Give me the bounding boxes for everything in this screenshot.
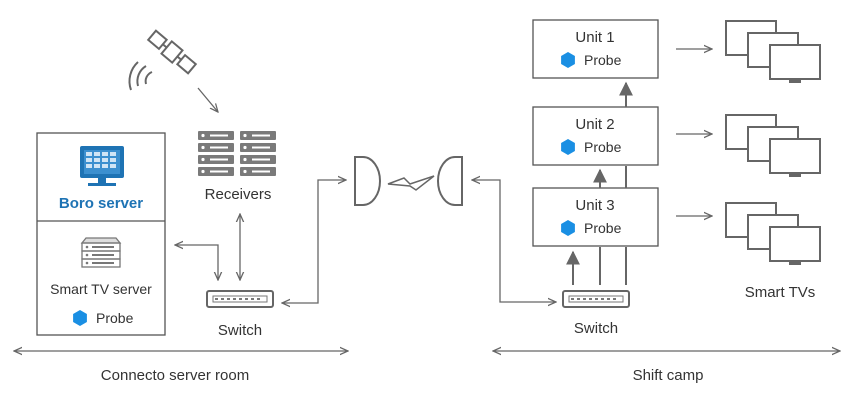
satellite-to-receivers-arrow <box>197 87 218 112</box>
smart-tvs-label: Smart TVs <box>745 284 816 301</box>
receivers-rack-icon <box>198 131 276 176</box>
antenna-left-icon <box>354 156 381 206</box>
unit-1-probe-label: Probe <box>584 52 622 68</box>
smart-tv-server-icon <box>80 237 122 268</box>
antenna-right-icon <box>437 156 463 206</box>
probe-label: Probe <box>96 310 134 326</box>
tv-stack-icon <box>725 114 821 177</box>
unit-2-probe-label: Probe <box>584 139 622 155</box>
unit-box-3: Unit 3 Probe <box>532 187 659 247</box>
satellite-icon <box>146 29 198 75</box>
boro-server-label: Boro server <box>59 195 143 212</box>
unit-feed-arrows <box>566 81 633 285</box>
unit-box-2: Unit 2 Probe <box>532 106 659 166</box>
boro-server-icon <box>80 146 124 186</box>
unit-1-label: Unit 1 <box>575 29 614 46</box>
switch-icon <box>206 290 274 308</box>
smart-tv-server-label: Smart TV server <box>50 281 152 297</box>
right-switch-label: Switch <box>574 320 618 337</box>
tv-stack-icon <box>725 20 821 83</box>
server-room-label: Connecto server room <box>101 367 249 384</box>
switch-icon <box>562 290 630 308</box>
receivers-label: Receivers <box>205 186 272 203</box>
server-switch-link <box>175 245 218 280</box>
antenna-to-switch-link <box>472 180 556 302</box>
switch-to-antenna-link <box>282 180 346 303</box>
wireless-link-icon <box>387 175 435 191</box>
probe-icon <box>561 139 575 155</box>
shift-camp-label: Shift camp <box>633 367 704 384</box>
signal-waves-icon <box>128 61 153 91</box>
probe-icon <box>561 220 575 236</box>
unit-box-1: Unit 1 Probe <box>532 19 659 79</box>
unit-2-label: Unit 2 <box>575 116 614 133</box>
probe-icon <box>561 52 575 68</box>
left-switch-label: Switch <box>218 322 262 339</box>
unit-3-label: Unit 3 <box>575 197 614 214</box>
probe-icon <box>73 310 87 326</box>
unit-3-probe-label: Probe <box>584 220 622 236</box>
tv-stack-icon <box>725 202 821 265</box>
